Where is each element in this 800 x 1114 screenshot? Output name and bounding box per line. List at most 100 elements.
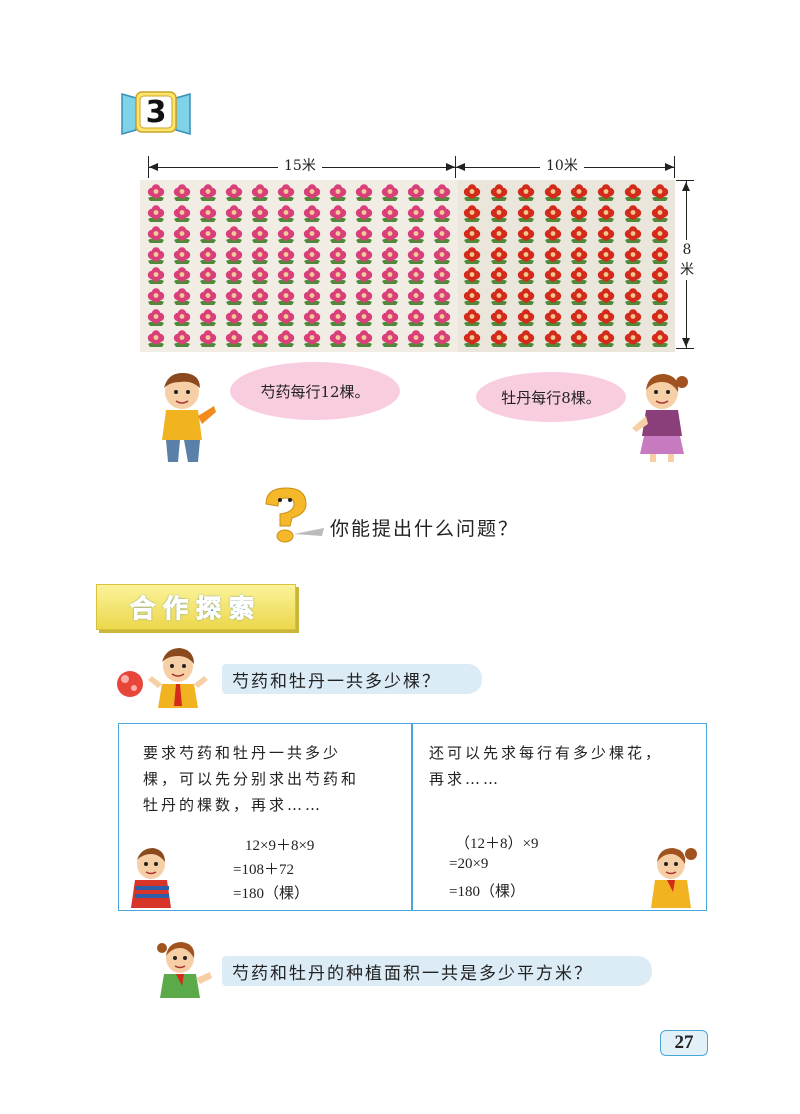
shaoyao-flower-icon [250,309,270,327]
shaoyao-flower-icon [328,267,348,285]
shaoyao-flower-icon [328,184,348,202]
shaoyao-flower-icon [172,226,192,244]
girl-avatar [645,842,701,908]
shaoyao-flower-icon [354,226,374,244]
peony-flower-icon [650,205,670,223]
arrow-down-icon [682,338,690,347]
height-label: 8 米 [678,240,696,280]
shaoyao-flower-icon [406,184,426,202]
shaoyao-flower-icon [172,309,192,327]
shaoyao-flower-icon [328,246,348,265]
peony-flower-icon [543,330,563,348]
peony-flower-icon [596,288,616,306]
shaoyao-flower-icon [406,205,426,223]
shaoyao-flower-icon [250,288,270,306]
method-right-calc-1: （12＋8）×9 [455,836,539,852]
shaoyao-flower-icon [380,267,400,285]
shaoyao-flower-icon [380,205,400,223]
shaoyao-flower-icon [198,226,218,244]
shaoyao-flower-icon [224,309,244,327]
arrow-right-icon [446,163,455,171]
peony-flower-icon [569,246,589,265]
peony-flower-icon [623,288,643,306]
dimension-tick [676,348,694,349]
peony-flower-icon [516,309,536,327]
peony-flower-icon [462,205,482,223]
shaoyao-flower-icon [302,330,322,348]
methods-divider [411,724,413,910]
peony-flower-icon [543,267,563,285]
shaoyao-flower-icon [172,246,192,265]
peony-flower-icon [596,267,616,285]
shaoyao-flower-icon [380,246,400,265]
peony-flower-icon [596,246,616,265]
peony-flower-icon [596,226,616,244]
peony-flower-icon [650,184,670,202]
shaoyao-flower-icon [250,205,270,223]
boy-speech-bubble: 芍药每行12棵。 [230,362,400,420]
width-dimension-line [148,167,674,168]
shaoyao-flower-icon [250,267,270,285]
shaoyao-flower-icon [276,288,296,306]
method-left-calc-1: 12×9＋8×9 [245,838,315,854]
shaoyao-flower-icon [432,309,452,327]
peony-flower-icon [650,309,670,327]
shaoyao-flower-icon [406,330,426,348]
peony-flower-icon [650,246,670,265]
peony-flower-icon [596,184,616,202]
peony-flower-icon [569,226,589,244]
peony-flower-icon [489,184,509,202]
shaoyao-flower-icon [328,288,348,306]
peony-flower-icon [623,246,643,265]
shaoyao-flower-icon [224,184,244,202]
method-left-explanation: 要求芍药和牡丹一共多少 棵，可以先分别求出芍药和 牡丹的棵数，再求…… [143,740,359,818]
shaoyao-flower-icon [198,205,218,223]
height-number: 8 [682,242,692,258]
shaoyao-flower-icon [146,267,166,285]
shaoyao-flower-icon [198,267,218,285]
peony-flower-icon [650,267,670,285]
shaoyao-flower-icon [224,267,244,285]
shaoyao-flower-icon [328,226,348,244]
peony-flower-icon [623,309,643,327]
methods-box: 要求芍药和牡丹一共多少 棵，可以先分别求出芍药和 牡丹的棵数，再求…… 12×9… [118,723,707,911]
shaoyao-flower-icon [276,267,296,285]
shaoyao-flower-icon [328,330,348,348]
shaoyao-flower-icon [250,184,270,202]
shaoyao-flower-icon [302,288,322,306]
shaoyao-flower-icon [276,226,296,244]
shaoyao-flower-icon [276,330,296,348]
peony-flower-icon [623,267,643,285]
shaoyao-flower-icon [172,184,192,202]
shaoyao-flower-icon [354,205,374,223]
shaoyao-flower-icon [198,330,218,348]
peony-flower-icon [543,288,563,306]
peony-flower-icon [569,267,589,285]
shaoyao-flower-icon [380,184,400,202]
shaoyao-flower-icon [172,205,192,223]
shaoyao-flower-icon [406,267,426,285]
shaoyao-flower-icon [172,288,192,306]
question-text: 你能提出什么问题？ [330,518,520,540]
shaoyao-flower-icon [146,184,166,202]
method-right-explanation: 还可以先求每行有多少棵花， 再求…… [429,740,663,792]
shaoyao-flower-icon [198,309,218,327]
shaoyao-flower-icon [276,205,296,223]
boy-avatar [125,844,181,908]
method-right-calc-3: =180（棵） [449,884,525,900]
prompt-total-flowers: 芍药和牡丹一共多少棵？ [222,664,482,694]
method-right-line: 还可以先求每行有多少棵花， [429,744,664,762]
shaoyao-flower-icon [146,330,166,348]
shaoyao-flower-icon [406,309,426,327]
shaoyao-flower-icon [198,184,218,202]
shaoyao-flower-icon [406,288,426,306]
shaoyao-flower-icon [250,226,270,244]
peony-flower-icon [543,309,563,327]
shaoyao-flower-icon [250,330,270,348]
shaoyao-flower-icon [224,288,244,306]
shaoyao-flower-icon [432,267,452,285]
peony-flower-icon [489,205,509,223]
method-right-line: 再求…… [429,770,502,788]
shaoyao-flower-icon [172,267,192,285]
method-left-line: 牡丹的棵数，再求…… [143,796,324,814]
